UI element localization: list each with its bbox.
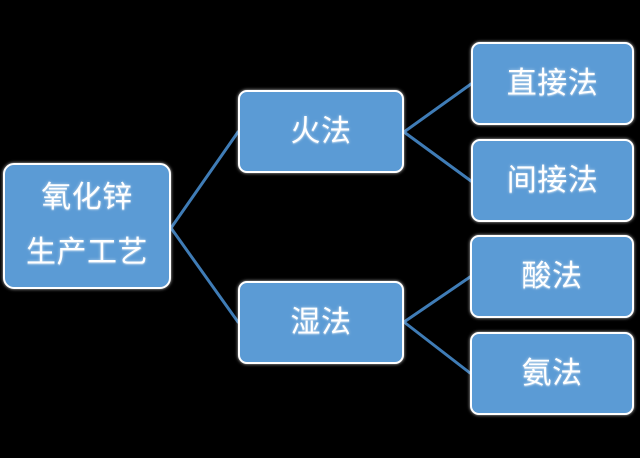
node-direct-label: 直接法 — [506, 65, 599, 101]
connector-root-to-hydro — [169, 226, 240, 324]
node-ammonia-label: 氨法 — [521, 355, 583, 391]
node-hydro-label: 湿法 — [290, 304, 352, 340]
connector-hydro-to-ammonia — [402, 320, 472, 375]
connector-hydro-to-acid — [402, 275, 472, 324]
node-pyro-label: 火法 — [290, 113, 352, 149]
node-ammonia-method[interactable]: 氨法 — [470, 332, 634, 415]
node-indirect-label: 间接法 — [506, 162, 599, 198]
connector-root-to-pyro — [169, 130, 240, 230]
node-indirect-method[interactable]: 间接法 — [471, 139, 634, 222]
node-acid-label: 酸法 — [521, 258, 583, 294]
node-direct-method[interactable]: 直接法 — [471, 42, 634, 125]
connector-pyro-to-indirect — [402, 130, 473, 183]
connector-pyro-to-direct — [402, 82, 473, 134]
node-root-zinc-oxide-production-process[interactable]: 氧化锌 生产工艺 — [3, 163, 171, 289]
node-acid-method[interactable]: 酸法 — [470, 235, 634, 318]
node-hydrometallurgical-method[interactable]: 湿法 — [238, 281, 404, 364]
node-root-label: 氧化锌 生产工艺 — [26, 180, 148, 270]
node-pyrometallurgical-method[interactable]: 火法 — [238, 90, 404, 173]
